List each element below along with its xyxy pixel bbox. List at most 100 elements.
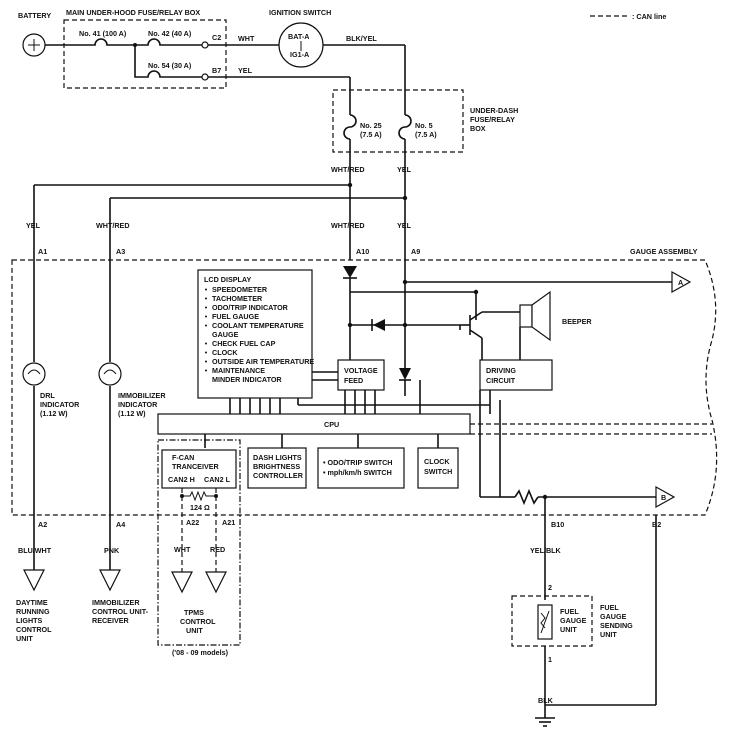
dash-lights-label-2: BRIGHTNESS: [253, 462, 300, 471]
connector-a-label: A: [678, 278, 683, 287]
dash-lights-label-3: CONTROLLER: [253, 471, 304, 480]
immob-label-2: INDICATOR: [118, 400, 158, 409]
clock-switch-box: [417, 447, 459, 489]
wire-wht-red-label-2: WHT/RED: [331, 221, 365, 230]
tpms-label-2: CONTROL: [180, 617, 216, 626]
resistor-label: 124 Ω: [190, 503, 210, 512]
immob-label-3: (1.12 W): [118, 409, 146, 418]
fuse-5-label: No. 5: [415, 121, 433, 130]
drl-label-2: INDICATOR: [40, 400, 80, 409]
voltage-feed-label-2: FEED: [344, 376, 363, 385]
pin-a22: A22: [186, 518, 199, 527]
cpu-label: CPU: [324, 420, 339, 429]
driving-circuit-label-1: DRIVING: [486, 366, 516, 375]
fcan-tranceiver-box: [161, 449, 237, 489]
fcan-can2l: CAN2 L: [204, 475, 231, 484]
ignition-ig1-label: IG1-A: [290, 50, 309, 59]
immobilizer-unit-label: RECEIVER: [92, 616, 130, 625]
tpms-models-label: ('08 - 09 models): [172, 648, 229, 657]
pin-b2: B2: [652, 520, 661, 529]
fuse-25-rating: (7.5 A): [360, 130, 382, 139]
connector-c2: C2: [212, 33, 221, 42]
lcd-item-bullet: [205, 351, 207, 354]
pin-a3: A3: [116, 247, 125, 256]
dash-lights-controller-box: [247, 447, 307, 489]
pin-a1: A1: [38, 247, 47, 256]
lcd-item: FUEL GAUGE: [212, 312, 259, 321]
lcd-title: LCD DISPLAY: [204, 275, 251, 284]
tpms-can2h-terminal: [171, 571, 193, 594]
pin-b10: B10: [551, 520, 564, 529]
gauge-assembly-title: GAUGE ASSEMBLY: [630, 247, 698, 256]
connector-b-label: B: [661, 493, 666, 502]
lcd-item: TACHOMETER: [212, 294, 263, 303]
driving-circuit-label-2: CIRCUIT: [486, 376, 516, 385]
lcd-item-bullet: [205, 297, 207, 300]
fuel-sending-label-4: UNIT: [600, 630, 617, 639]
lcd-item-bullet: [205, 324, 207, 327]
wire-wht-label: WHT: [238, 34, 255, 43]
drl-indicator-bulb-icon: [22, 362, 46, 386]
wire-wht-label-2: WHT: [174, 545, 191, 554]
odo-switch-box: [317, 447, 405, 489]
diode-icon: [373, 319, 385, 331]
fuse-25-label: No. 25: [360, 121, 382, 130]
fcan-label-1: F-CAN: [172, 453, 194, 462]
wire-yel-label-3: YEL: [397, 221, 412, 230]
lcd-item-bullet: [205, 315, 207, 318]
wire-blk-label: BLK: [538, 696, 554, 705]
lcd-item: SPEEDOMETER: [212, 285, 268, 294]
wire-pnk-label: PNK: [104, 546, 120, 555]
fuel-sending-label-1: FUEL: [600, 603, 619, 612]
drl-unit-label: CONTROL: [16, 625, 52, 634]
wire-yel-blk-label: YEL/BLK: [530, 546, 562, 555]
odo-switch-label-1: • ODO/TRIP SWITCH: [323, 458, 392, 467]
fuse-41-symbol: [85, 38, 117, 46]
immob-label-1: IMMOBILIZER: [118, 391, 166, 400]
fuse-5-rating: (7.5 A): [415, 130, 437, 139]
lcd-item: MAINTENANCE: [212, 366, 265, 375]
wire-blk-yel-label: BLK/YEL: [346, 34, 377, 43]
drl-unit-label: UNIT: [16, 634, 33, 643]
ignition-bat-label: BAT-A: [288, 32, 309, 41]
lcd-item-bullet: [205, 306, 207, 309]
fuel-gauge-sending-unit-box: [511, 595, 593, 647]
can-terminating-resistor: [182, 490, 216, 502]
fuse-42-label: No. 42 (40 A): [148, 29, 192, 38]
fuel-unit-label-1: FUEL: [560, 607, 579, 616]
tpms-label-1: TPMS: [184, 608, 204, 617]
drl-unit-label: DAYTIME: [16, 598, 48, 607]
dash-lights-label-1: DASH LIGHTS: [253, 453, 302, 462]
beeper-icon: [519, 304, 533, 328]
pin-a21: A21: [222, 518, 235, 527]
tpms-label-3: UNIT: [186, 626, 203, 635]
under-dash-title-1: UNDER-DASH: [470, 106, 518, 115]
connector-b-arrow: [655, 485, 676, 509]
lcd-item: COOLANT TEMPERATURE: [212, 321, 304, 330]
beeper-label: BEEPER: [562, 317, 592, 326]
connector-b7: B7: [212, 66, 221, 75]
fuel-unit-label-2: GAUGE: [560, 616, 587, 625]
connector-a-arrow: [671, 270, 692, 294]
lcd-item-bullet: [205, 342, 207, 345]
drl-unit-label: LIGHTS: [16, 616, 43, 625]
immobilizer-unit-label: IMMOBILIZER: [92, 598, 140, 607]
wire-yel-label: YEL: [238, 66, 253, 75]
lcd-item: MINDER INDICATOR: [212, 375, 282, 384]
driving-circuit-box: [479, 359, 553, 391]
under-dash-title-2: FUSE/RELAY: [470, 115, 515, 124]
wire-yel-label-4: YEL: [26, 221, 41, 230]
voltage-feed-label-1: VOLTAGE: [344, 366, 378, 375]
pin-a2: A2: [38, 520, 47, 529]
drl-unit-label: RUNNING: [16, 607, 50, 616]
clock-switch-label-1: CLOCK: [424, 457, 450, 466]
fuel-gauge-resistor: [514, 488, 539, 506]
wire-yel-label-2: YEL: [397, 165, 412, 174]
fuse-54-label: No. 54 (30 A): [148, 61, 192, 70]
under-dash-fuse-box: [332, 89, 464, 153]
fuse-5-symbol: [398, 114, 412, 140]
lcd-item: GAUGE: [212, 330, 239, 339]
ignition-switch-title: IGNITION SWITCH: [269, 8, 331, 17]
